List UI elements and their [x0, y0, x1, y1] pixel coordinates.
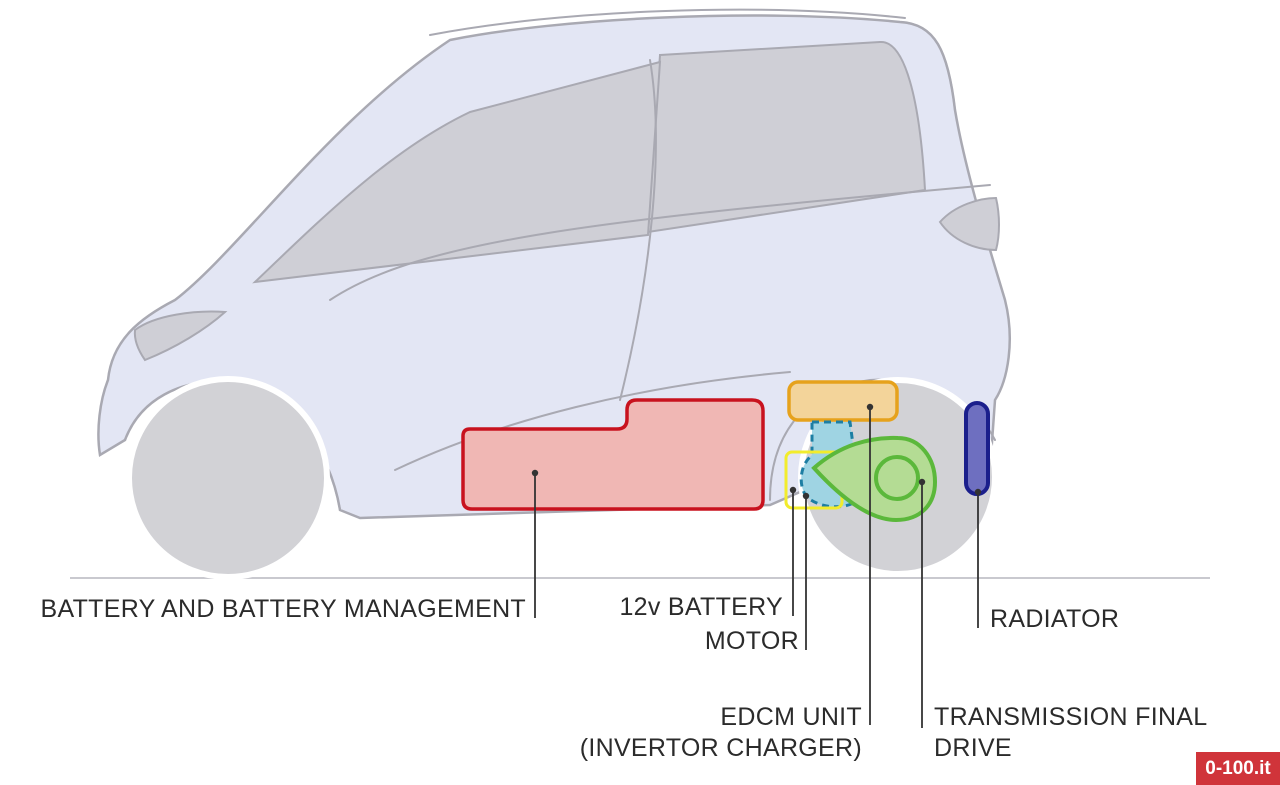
headlamp — [133, 310, 228, 362]
dot-transmission — [918, 478, 926, 486]
watermark-logo: 0-100.it — [1196, 752, 1280, 785]
leader-dots — [531, 403, 982, 500]
label-motor: MOTOR — [704, 627, 799, 655]
leader-lines — [534, 407, 979, 728]
label-12v-battery: 12v BATTERY — [619, 593, 783, 621]
label-battery-management: BATTERY AND BATTERY MANAGEMENT — [40, 595, 526, 623]
front-window — [252, 60, 662, 284]
radiator-unit — [964, 401, 990, 496]
front-wheel — [126, 376, 330, 580]
transmission-hub — [874, 455, 920, 501]
label-transmission-line2: DRIVE — [934, 734, 1012, 762]
label-edcm-line1: EDCM UNIT — [720, 703, 862, 731]
edcm-unit — [787, 380, 899, 422]
dot-12v-battery — [789, 486, 797, 494]
label-transmission-line1: TRANSMISSION FINAL — [934, 703, 1208, 731]
rear-lamp — [938, 196, 1000, 252]
dot-motor — [802, 492, 810, 500]
dot-radiator — [974, 488, 982, 496]
label-radiator: RADIATOR — [990, 605, 1120, 633]
label-edcm-line2: (INVERTOR CHARGER) — [579, 734, 862, 762]
rear-window — [646, 40, 927, 234]
dot-battery — [531, 469, 539, 477]
dot-edcm — [866, 403, 874, 411]
battery-pack — [461, 398, 765, 511]
